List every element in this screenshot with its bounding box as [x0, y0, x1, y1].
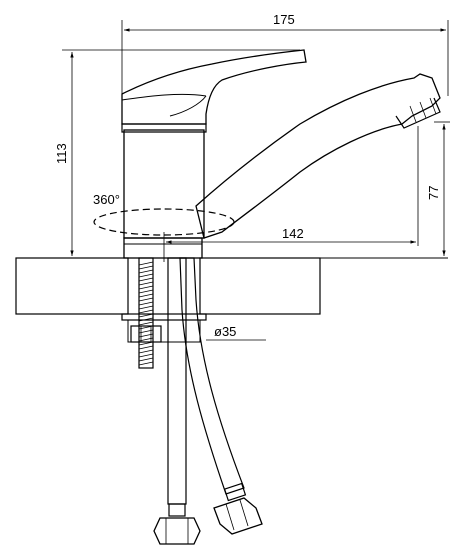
stud-thread	[138, 277, 154, 282]
countertop-section	[15, 257, 448, 315]
overall-height-label: 113	[54, 143, 69, 164]
rotation-indicator	[93, 208, 235, 236]
mounting-washer	[121, 313, 207, 343]
stud-thread	[138, 301, 154, 306]
spout-height-label: 77	[426, 186, 441, 200]
stud-thread	[138, 289, 154, 294]
stud-thread	[138, 305, 154, 310]
mounting-stud	[138, 257, 154, 369]
hose-fitting-right	[213, 482, 263, 535]
stud-thread	[138, 281, 154, 286]
dimension-overall-width	[121, 20, 449, 96]
stud-thread	[138, 349, 154, 354]
stud-thread	[138, 285, 154, 290]
stud-thread	[138, 261, 154, 266]
dimension-spout-reach	[163, 126, 419, 262]
stud-thread	[138, 353, 154, 358]
stud-thread	[138, 273, 154, 278]
stud-thread	[138, 269, 154, 274]
rotation-label: 360°	[93, 192, 120, 207]
hose-fitting-left	[153, 503, 201, 545]
flexible-hose-left	[167, 257, 187, 505]
stud-thread	[138, 293, 154, 298]
spout-reach-label: 142	[282, 226, 304, 241]
stud-thread	[138, 345, 154, 350]
hole-diameter-label: ø35	[214, 324, 236, 339]
lever-handle	[121, 49, 307, 125]
stud-thread	[138, 357, 154, 362]
flexible-hose-right	[179, 257, 245, 495]
overall-width-label: 175	[273, 12, 295, 27]
mounting-nut	[130, 325, 162, 343]
stud-thread	[138, 309, 154, 314]
stud-thread	[138, 265, 154, 270]
dimension-overall-height	[62, 49, 300, 259]
dimension-spout-height	[434, 121, 450, 256]
spout	[195, 73, 441, 239]
stud-thread	[138, 297, 154, 302]
stud-thread	[138, 321, 154, 326]
stud-thread	[138, 361, 154, 366]
